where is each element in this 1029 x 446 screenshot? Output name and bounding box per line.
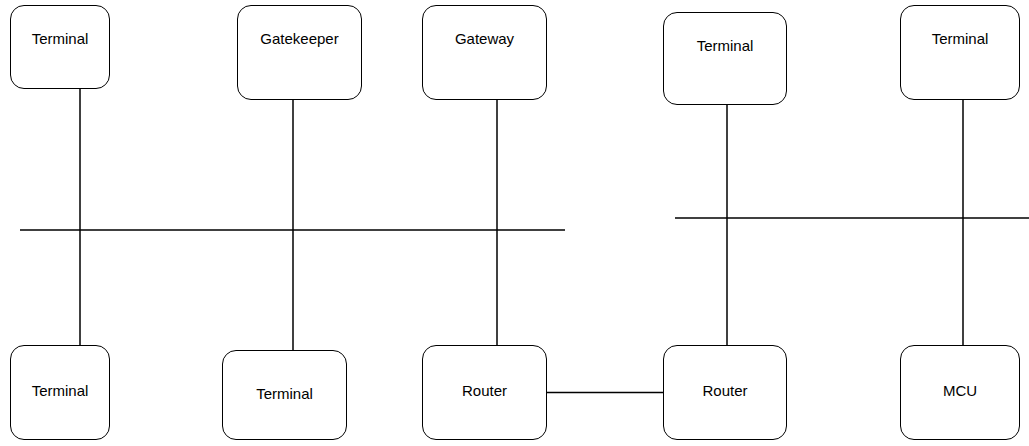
component-box: Terminal [10, 5, 110, 89]
link-line [962, 100, 964, 345]
link-line [726, 105, 728, 345]
component-box: Terminal [10, 345, 110, 440]
component-box: Gatekeeper [237, 5, 362, 100]
box-label: Terminal [32, 30, 89, 88]
box-label: Gateway [455, 30, 514, 99]
component-box: Terminal [222, 350, 347, 440]
link-line [292, 100, 294, 350]
link-line [79, 89, 81, 345]
box-label: Terminal [932, 30, 989, 99]
component-box: MCU [900, 345, 1020, 440]
component-box: Terminal [663, 12, 787, 105]
box-label: Terminal [256, 385, 313, 439]
box-label: Router [462, 382, 507, 439]
link-line [496, 100, 498, 345]
box-label: Terminal [32, 382, 89, 439]
link-line [547, 392, 663, 394]
bus-line [675, 217, 1029, 219]
box-label: Terminal [697, 37, 754, 104]
component-box: Terminal [900, 5, 1020, 100]
box-label: Router [702, 382, 747, 439]
box-label: Gatekeeper [260, 30, 338, 99]
box-label: MCU [943, 382, 977, 439]
component-box: Router [422, 345, 547, 440]
component-box: Router [663, 345, 787, 440]
component-box: Gateway [422, 5, 547, 100]
